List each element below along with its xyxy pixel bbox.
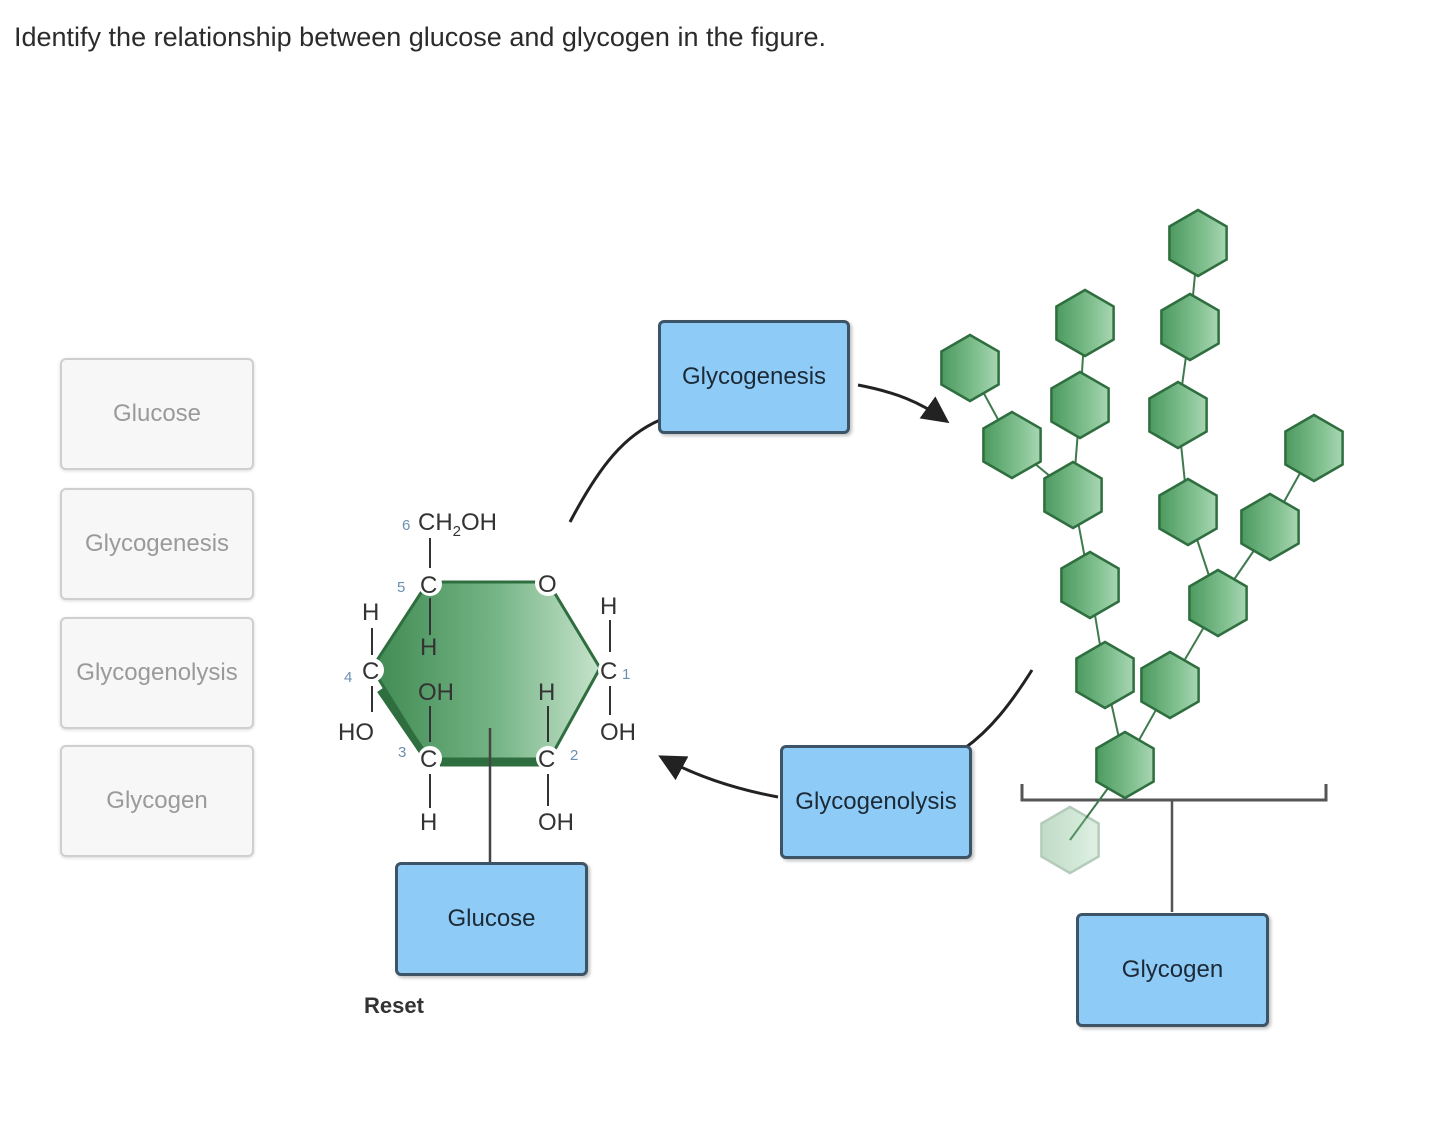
bank-item-glycogenolysis[interactable]: Glycogenolysis — [60, 617, 254, 729]
svg-text:OH: OH — [600, 719, 636, 746]
glucose-unit-hexagon — [1050, 370, 1110, 440]
glucose-unit-hexagon — [1158, 477, 1218, 547]
ch2oh-label: CH2OH — [418, 509, 497, 540]
svg-text:OH: OH — [538, 809, 574, 836]
svg-text:C: C — [600, 658, 617, 685]
glucose-unit-hexagon — [1168, 208, 1228, 278]
svg-text:4: 4 — [344, 669, 352, 686]
svg-text:OH: OH — [418, 679, 454, 706]
cycle-arc-top — [568, 418, 661, 523]
svg-text:H: H — [538, 679, 555, 706]
bank-item-glycogen[interactable]: Glycogen — [60, 745, 254, 857]
arrow-to-glucose — [658, 755, 779, 799]
svg-text:3: 3 — [398, 744, 406, 761]
svg-text:C: C — [420, 572, 437, 599]
glucose-unit-hexagon — [982, 410, 1042, 480]
svg-text:H: H — [420, 809, 437, 836]
glucose-ring — [370, 580, 602, 764]
svg-text:C: C — [362, 658, 379, 685]
svg-text:C: C — [420, 746, 437, 773]
svg-text:1: 1 — [622, 666, 630, 683]
glycogen-chain — [940, 208, 1344, 875]
glucose-unit-hexagon — [1055, 288, 1115, 358]
label-glucose[interactable]: Glucose — [395, 862, 588, 976]
bank-item-glycogenesis[interactable]: Glycogenesis — [60, 488, 254, 600]
glucose-unit-hexagon — [1095, 730, 1155, 800]
question-text: Identify the relationship between glucos… — [14, 22, 827, 52]
glucose-unit-hexagon — [1148, 380, 1208, 450]
glucose-unit-hexagon — [1160, 292, 1220, 362]
glucose-unit-hexagon — [1043, 460, 1103, 530]
reset-button[interactable]: Reset — [364, 993, 424, 1018]
svg-text:H: H — [362, 599, 379, 626]
bank-item-glucose[interactable]: Glucose — [60, 358, 254, 470]
glucose-unit-hexagon — [1060, 550, 1120, 620]
label-glycogen[interactable]: Glycogen — [1076, 913, 1269, 1027]
glucose-unit-hexagon — [1140, 650, 1200, 720]
glucose-unit-hexagon — [940, 333, 1000, 403]
svg-text:HO: HO — [338, 719, 374, 746]
svg-text:H: H — [420, 634, 437, 661]
svg-text:H: H — [600, 593, 617, 620]
glucose-unit-hexagon — [1284, 413, 1344, 483]
svg-text:6: 6 — [402, 517, 410, 534]
label-glycogenesis[interactable]: Glycogenesis — [658, 320, 850, 434]
svg-text:C: C — [538, 746, 555, 773]
glucose-unit-hexagon — [1240, 492, 1300, 562]
glucose-unit-hexagon — [1188, 568, 1248, 638]
svg-text:2: 2 — [570, 747, 578, 764]
cycle-arc-right — [964, 669, 1034, 750]
arrow-to-glycogen — [857, 383, 950, 424]
label-glycogenolysis[interactable]: Glycogenolysis — [780, 745, 972, 859]
svg-text:O: O — [538, 571, 557, 598]
glucose-unit-hexagon — [1075, 640, 1135, 710]
svg-text:5: 5 — [397, 579, 405, 596]
glucose-unit-hexagon — [1040, 805, 1100, 875]
